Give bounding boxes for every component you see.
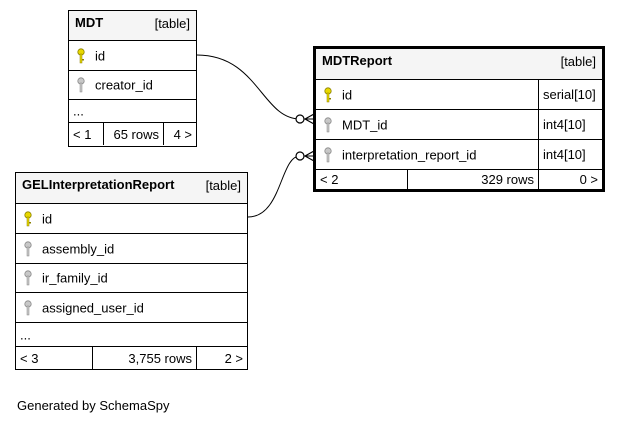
crowfoot-circle-mdt-id xyxy=(295,114,305,124)
column-name: id xyxy=(95,48,106,63)
column-type: serial[10] xyxy=(538,80,602,109)
column-row[interactable]: MDT_id int4[10] xyxy=(316,110,602,140)
column-key-icon xyxy=(24,270,32,286)
row-count: 3,755 rows xyxy=(92,347,196,369)
column-name: assembly_id xyxy=(42,241,115,256)
crowfoot-interp-id xyxy=(304,150,315,162)
primary-key-icon xyxy=(77,47,85,63)
column-row[interactable]: id xyxy=(16,204,247,234)
column-name: creator_id xyxy=(95,77,153,93)
table-footer: < 2 329 rows 0 > xyxy=(316,170,602,189)
primary-key-icon xyxy=(324,86,332,102)
generated-by-label: Generated by SchemaSpy xyxy=(17,398,170,413)
column-row[interactable]: assigned_user_id xyxy=(16,293,247,323)
column-name: id xyxy=(342,87,353,102)
column-key-icon xyxy=(324,116,332,132)
table-kind: [table] xyxy=(154,16,190,31)
table-name: GELInterpretationReport xyxy=(22,177,175,192)
column-name: assigned_user_id xyxy=(42,300,144,315)
row-count: 329 rows xyxy=(407,170,538,189)
table-header: MDT [table] xyxy=(69,11,196,41)
table-gelinterpretationreport[interactable]: GELInterpretationReport [table] id assem… xyxy=(15,172,248,370)
table-footer: < 1 65 rows 4 > xyxy=(69,123,196,145)
column-key-icon xyxy=(24,240,32,256)
column-row[interactable]: ir_family_id xyxy=(16,264,247,293)
table-header: GELInterpretationReport [table] xyxy=(16,173,247,204)
column-key-icon xyxy=(77,77,85,93)
column-name: MDT_id xyxy=(342,117,388,132)
column-type: int4[10] xyxy=(538,140,602,169)
next-link[interactable]: 4 > xyxy=(163,123,196,145)
more-columns: ... xyxy=(69,100,196,123)
column-row[interactable]: id serial[10] xyxy=(316,80,602,110)
prev-link[interactable]: < 3 xyxy=(20,350,39,366)
crowfoot-mdt-id xyxy=(304,113,315,125)
column-row[interactable]: id xyxy=(69,41,196,71)
table-name: MDT xyxy=(75,15,104,30)
column-name: interpretation_report_id xyxy=(342,147,477,162)
table-kind: [table] xyxy=(560,54,596,69)
table-footer: < 3 3,755 rows 2 > xyxy=(16,347,247,369)
prev-link[interactable]: < 1 xyxy=(73,126,92,142)
column-row[interactable]: interpretation_report_id int4[10] xyxy=(316,140,602,170)
row-count: 65 rows xyxy=(103,123,163,145)
table-name: MDTReport xyxy=(322,53,393,68)
more-indicator: ... xyxy=(73,103,84,119)
table-mdtreport[interactable]: MDTReport [table] id serial[10] MDT_id i… xyxy=(313,46,605,192)
table-mdt[interactable]: MDT [table] id creator_id ... < 1 65 row… xyxy=(68,10,197,147)
next-link[interactable]: 2 > xyxy=(196,347,247,369)
relation-mdt-to-mdtreport xyxy=(196,54,314,120)
primary-key-icon xyxy=(24,210,32,226)
next-link[interactable]: 0 > xyxy=(538,170,602,189)
more-columns: ... xyxy=(16,323,247,347)
column-name: ir_family_id xyxy=(42,270,108,286)
relation-gel-to-mdtreport xyxy=(247,155,314,218)
column-key-icon xyxy=(24,299,32,315)
column-key-icon xyxy=(324,146,332,162)
table-header: MDTReport [table] xyxy=(316,49,602,80)
table-kind: [table] xyxy=(205,178,241,193)
column-name: id xyxy=(42,211,53,226)
crowfoot-circle-interp-id xyxy=(295,151,305,161)
more-indicator: ... xyxy=(20,327,31,342)
column-row[interactable]: assembly_id xyxy=(16,234,247,264)
prev-link[interactable]: < 2 xyxy=(320,172,339,187)
column-row[interactable]: creator_id xyxy=(69,71,196,100)
column-type: int4[10] xyxy=(538,110,602,139)
